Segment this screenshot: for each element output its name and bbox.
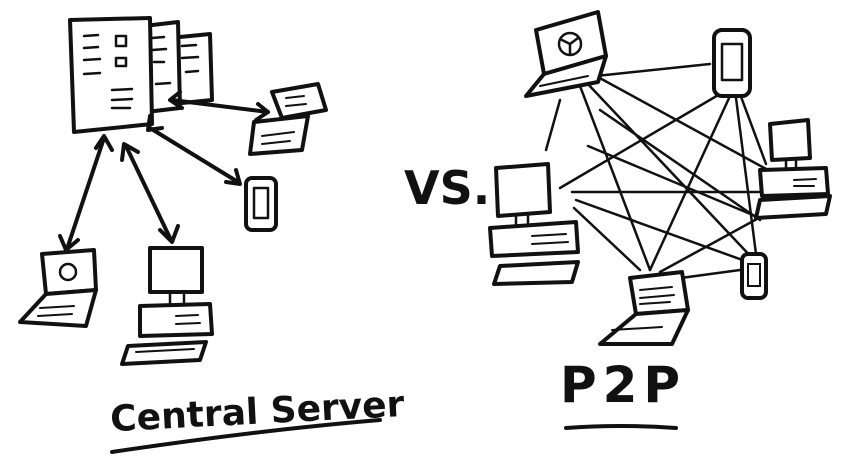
laptop-icon [248, 82, 328, 156]
laptop-icon [598, 270, 690, 346]
phone-icon [740, 252, 768, 300]
laptop-icon [18, 248, 98, 328]
server-rack-icon [68, 16, 214, 134]
central-server-network: Central Server [18, 16, 406, 454]
p2p-underline [564, 424, 678, 430]
mesh-connections [544, 62, 770, 282]
central-server-underline [110, 418, 382, 454]
versus-label: VS. [404, 161, 490, 215]
desktop-computer-icon [488, 162, 580, 286]
connection-arrows [58, 90, 270, 252]
laptop-icon [524, 10, 608, 98]
p2p-label: P2P [560, 356, 686, 414]
p2p-network: P2P [488, 10, 832, 430]
phone-icon [712, 28, 752, 98]
desktop-computer-icon [754, 118, 832, 220]
desktop-computer-icon [120, 246, 214, 366]
phone-icon [244, 176, 278, 232]
